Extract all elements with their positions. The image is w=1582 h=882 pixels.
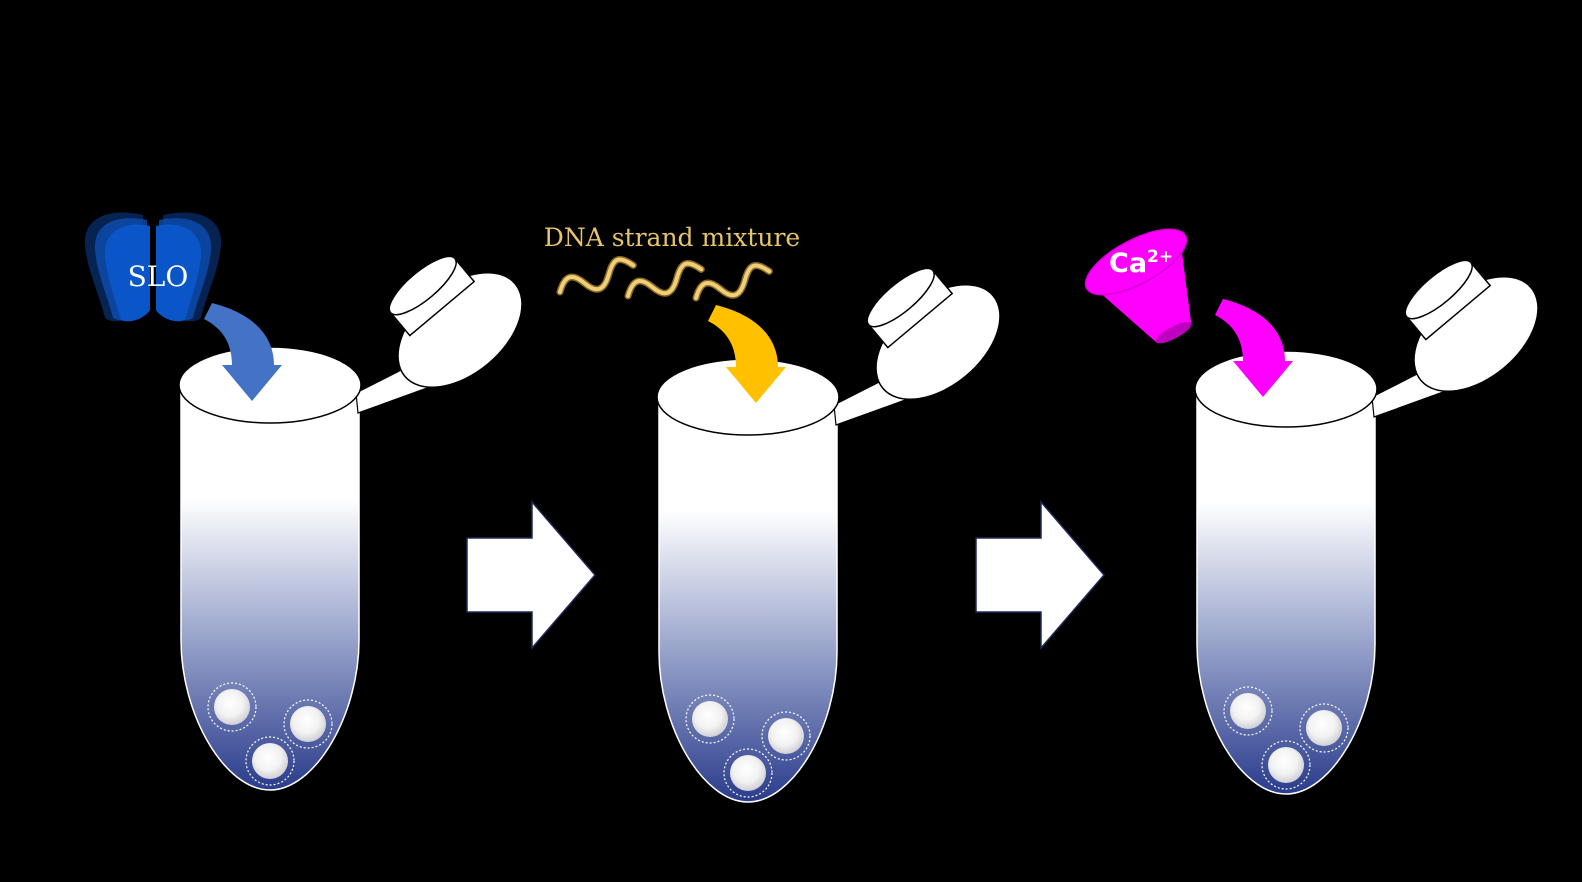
tube-step-2 — [656, 239, 1023, 803]
dna-strands-icon — [556, 256, 773, 302]
ca-label: Ca2+ — [1109, 247, 1173, 279]
ca-label-text: Ca — [1109, 248, 1147, 279]
slo-protein-icon — [84, 212, 222, 322]
dna-mixture-label: DNA strand mixture — [544, 223, 800, 252]
process-arrow-2 — [975, 499, 1105, 651]
slo-label: SLO — [128, 260, 189, 293]
ca-cup-icon — [1084, 228, 1192, 344]
process-arrow-1 — [466, 499, 596, 651]
ca-label-superscript: 2+ — [1147, 247, 1173, 267]
